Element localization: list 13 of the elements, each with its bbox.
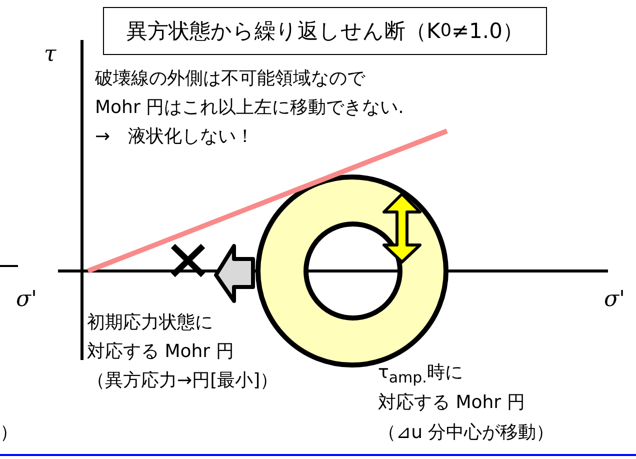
axis-label: σ' — [604, 287, 626, 314]
note-text: Mohr 円はこれ以上左に移動できない. — [95, 97, 404, 119]
circle-label: （異方応力→円[最小]） — [87, 370, 278, 392]
axis-label: τ — [44, 42, 56, 68]
note-text: 破壊線の外側は不可能領域なので — [95, 68, 365, 90]
circle-label: 対応する Mohr 円 — [87, 341, 234, 363]
circle-label: （⊿u 分中心が移動） — [378, 422, 554, 444]
text-fragment: ） — [0, 422, 18, 444]
circle-label: 初期応力状態に — [87, 312, 213, 334]
circle-label: τ$_{amp.}$時に — [378, 362, 463, 387]
circle-label: 対応する Mohr 円 — [378, 392, 525, 414]
axis-label: σ' — [16, 287, 38, 314]
note-text: → 液状化しない！ — [95, 126, 254, 148]
